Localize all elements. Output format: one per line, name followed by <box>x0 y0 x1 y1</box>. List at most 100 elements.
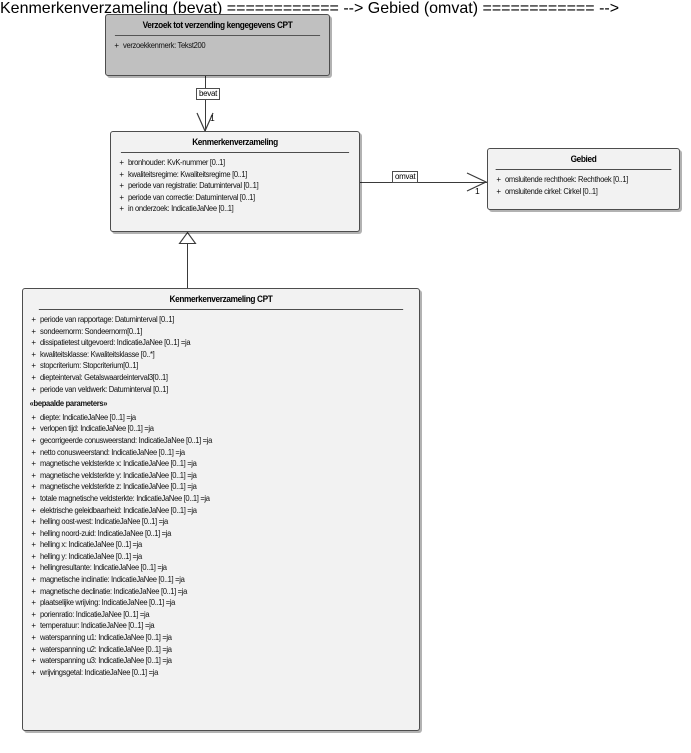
attribute-row: +elektrische geleidbaarheid: IndicatieJa… <box>23 505 419 517</box>
attribute-text: periode van rapportage: Datuminterval [0… <box>40 315 175 324</box>
attribute-row: + diepteinterval: Getalswaardeinterval3[0… <box>23 372 419 384</box>
attribute-text: magnetische veldsterkte z: IndicatieJaNe… <box>40 482 197 492</box>
visibility-marker: + <box>496 175 501 184</box>
attribute-text: sondeernorm: Sondeernorm[0..1] <box>40 326 142 336</box>
association-label-omvat: omvat <box>392 171 419 183</box>
attribute-row: + periode van registratie: Datuminterval… <box>111 180 359 192</box>
association-line-omvat <box>360 182 487 183</box>
class-name-kenmerkenverzameling-cpt: Kenmerkenverzameling CPT <box>38 289 404 310</box>
attribute-row: +sondeernorm: Sondeernorm[0..1] <box>23 326 419 338</box>
attribute-row: + helling y: IndicatieJaNee [0..1] =ja <box>23 551 419 563</box>
attribute-row: + netto conusweerstand: IndicatieJaNee [0… <box>23 447 419 459</box>
visibility-marker: + <box>31 551 36 561</box>
generalization-line <box>187 243 188 288</box>
attribute-text: plaatselijke wrijving: IndicatieJaNee [0… <box>40 598 176 608</box>
visibility-marker: + <box>119 181 124 191</box>
attribute-text: porienratio: IndicatieJaNee [0..1] =ja <box>40 609 150 619</box>
visibility-marker: + <box>31 361 36 371</box>
attribute-text: helling oost-west: IndicatieJaNee [0..1]… <box>40 517 168 527</box>
visibility-marker: + <box>31 656 36 666</box>
visibility-marker: + <box>119 158 124 167</box>
visibility-marker: + <box>31 349 36 359</box>
visibility-marker: + <box>31 372 36 382</box>
class-name-verzoek: Verzoek tot verzending kengegevens CPT <box>114 15 321 36</box>
attribute-text: omsluitende cirkel: Cirkel [0..1] <box>505 186 598 196</box>
attribute-row: +waterspanning u1: IndicatieJaNee [0..1]… <box>23 632 419 644</box>
visibility-marker: + <box>31 493 36 503</box>
attribute-row: +magnetische declinatie: IndicatieJaNee … <box>23 586 419 598</box>
attribute-row: +helling noord-zuid: IndicatieJaNee [0..… <box>23 528 419 540</box>
attribute-text: temperatuur: IndicatieJaNee [0..1] =ja <box>40 621 155 631</box>
association-multiplicity-bevat: 1 <box>210 113 215 123</box>
attribute-row: + kwaliteitsregime: Kwaliteitsregime [0.… <box>111 169 359 181</box>
class-attributes-verzoek: + verzoekkenmerk: Tekst200 <box>106 36 329 57</box>
attribute-text: verzoekkenmerk: Tekst200 <box>123 41 206 50</box>
visibility-marker: + <box>119 204 124 214</box>
attribute-row: + in onderzoek: IndicatieJaNee [0..1] <box>111 203 359 215</box>
attribute-row: + gecorrigeerde conusweerstand: Indicatie… <box>23 435 419 447</box>
visibility-marker: + <box>496 186 501 196</box>
attribute-text: gecorrigeerde conusweerstand: IndicatieJ… <box>40 435 213 445</box>
visibility-marker: + <box>31 470 36 480</box>
visibility-marker: + <box>31 575 36 585</box>
attribute-text: stopcriterium: Stopcriterium[0..1] <box>40 361 139 371</box>
attribute-text: diepteinterval: Getalswaardeinterval3[0.… <box>40 372 168 382</box>
visibility-marker: + <box>31 435 36 445</box>
visibility-marker: + <box>31 424 36 434</box>
visibility-marker: + <box>31 563 36 573</box>
attribute-row: + totale magnetische veldsterkte: Indicat… <box>23 493 419 505</box>
attribute-text: waterspanning u3: IndicatieJaNee [0..1] … <box>40 656 172 666</box>
visibility-marker: + <box>31 315 36 324</box>
visibility-marker: + <box>31 384 36 394</box>
attribute-text: wrijvingsgetal: IndicatieJaNee [0..1] =j… <box>40 667 158 677</box>
class-name-gebied: Gebied <box>495 149 672 170</box>
attribute-text: magnetische inclinatie: IndicatieJaNee [… <box>40 575 185 585</box>
attribute-row: +waterspanning u2: IndicatieJaNee [0..1]… <box>23 644 419 656</box>
attribute-row: +dissipatietest uitgevoerd: IndicatieJaN… <box>23 337 419 349</box>
class-attributes-gebied: + omsluitende rechthoek: Rechthoek [0..1… <box>488 170 679 202</box>
class-box-gebied[interactable]: Gebied + omsluitende rechthoek: Rechthoe… <box>487 148 680 210</box>
visibility-marker: + <box>31 528 36 538</box>
attribute-row: + wrijvingsgetal: IndicatieJaNee [0..1] =… <box>23 667 419 679</box>
class-box-kenmerkenverzameling-cpt[interactable]: Kenmerkenverzameling CPT + periode van ra… <box>22 288 420 731</box>
attribute-text: magnetische veldsterkte y: IndicatieJaNe… <box>40 470 197 480</box>
attribute-text: totale magnetische veldsterkte: Indicati… <box>40 493 210 503</box>
visibility-marker: + <box>31 586 36 596</box>
attribute-row: + diepte: IndicatieJaNee [0..1] =ja <box>23 412 419 424</box>
visibility-marker: + <box>31 667 36 677</box>
attribute-row: +porienratio: IndicatieJaNee [0..1] =ja <box>23 609 419 621</box>
attribute-row: + periode van rapportage: Datuminterval [… <box>23 314 419 326</box>
association-line-bevat <box>205 76 206 131</box>
attribute-row: +magnetische veldsterkte x: IndicatieJaN… <box>23 458 419 470</box>
attribute-text: diepte: IndicatieJaNee [0..1] =ja <box>40 412 136 422</box>
attribute-row: + bronhouder: KvK-nummer [0..1] <box>111 157 359 169</box>
visibility-marker: + <box>31 447 36 457</box>
attribute-text: omsluitende rechthoek: Rechthoek [0..1] <box>505 175 629 184</box>
attribute-text: periode van registratie: Datuminterval [… <box>128 181 259 191</box>
attribute-row: + kwaliteitsklasse: Kwaliteitsklasse [0..… <box>23 349 419 361</box>
attribute-text: magnetische veldsterkte x: IndicatieJaNe… <box>40 459 197 469</box>
visibility-marker: + <box>31 517 36 527</box>
attribute-text: netto conusweerstand: IndicatieJaNee [0.… <box>40 447 185 457</box>
class-box-verzoek-tot-verzending-kengegevens-cpt[interactable]: Verzoek tot verzending kengegevens CPT +… <box>105 14 330 76</box>
attribute-text: verlopen tijd: IndicatieJaNee [0..1] =ja <box>40 424 154 434</box>
visibility-marker: + <box>31 482 36 492</box>
visibility-marker: + <box>31 633 36 643</box>
arrowhead-omvat <box>466 172 488 192</box>
class-box-kenmerkenverzameling[interactable]: Kenmerkenverzameling + bronhouder: KvK-n… <box>110 131 360 232</box>
attribute-row: + magnetische veldsterkte z: IndicatieJaN… <box>23 481 419 493</box>
visibility-marker: + <box>31 412 36 422</box>
attribute-row: +hellingresultante: IndicatieJaNee [0..1… <box>23 562 419 574</box>
attribute-row: + omsluitende cirkel: Cirkel [0..1] <box>488 186 679 198</box>
attribute-text: helling y: IndicatieJaNee [0..1] =ja <box>40 551 142 561</box>
visibility-marker: + <box>31 505 36 515</box>
attribute-text: bronhouder: KvK-nummer [0..1] <box>128 158 225 167</box>
visibility-marker: + <box>119 169 124 179</box>
visibility-marker: + <box>31 540 36 550</box>
attribute-text: kwaliteitsklasse: Kwaliteitsklasse [0..*… <box>40 349 155 359</box>
visibility-marker: + <box>31 598 36 608</box>
attribute-row: + periode van correctie: Datuminterval [… <box>111 192 359 204</box>
attribute-text: in onderzoek: IndicatieJaNee [0..1] <box>128 204 234 214</box>
attribute-text: periode van veldwerk: Datuminterval [0..… <box>40 384 168 394</box>
